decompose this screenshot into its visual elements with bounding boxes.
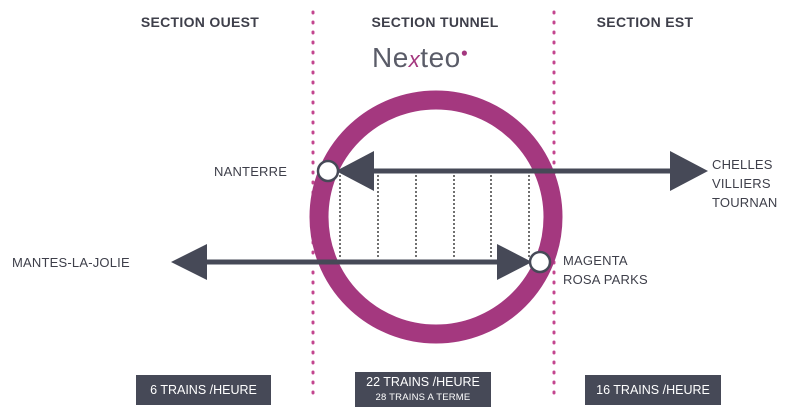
city-label-paris: PARIS bbox=[410, 92, 460, 109]
frequency-badge-east: 16 TRAINS /HEURE bbox=[585, 375, 721, 405]
header-section-tunnel: SECTION TUNNEL bbox=[371, 14, 499, 30]
station-label-nanterre: NANTERRE bbox=[214, 164, 288, 179]
station-node-nanterre bbox=[316, 159, 340, 183]
paris-ring bbox=[309, 90, 563, 344]
station-label-tournan: TOURNAN bbox=[712, 195, 778, 210]
frequency-tunnel-current: 22 TRAINS /HEURE bbox=[366, 375, 480, 389]
frequency-badge-west: 6 TRAINS /HEURE bbox=[136, 375, 271, 405]
station-label-magenta-group: MAGENTA ROSA PARKS bbox=[563, 251, 648, 289]
header-section-est: SECTION EST bbox=[596, 14, 694, 30]
logo-mark-icon: ● bbox=[460, 45, 469, 60]
upper-arrow-west bbox=[336, 151, 374, 191]
station-label-rosa-parks: ROSA PARKS bbox=[563, 272, 648, 287]
station-label-mantes: MANTES-LA-JOLIE bbox=[12, 255, 130, 270]
station-label-villiers: VILLIERS bbox=[712, 176, 771, 191]
frequency-badge-tunnel: 22 TRAINS /HEURE 28 TRAINS A TERME bbox=[355, 372, 491, 407]
logo-text-post: teo bbox=[420, 42, 461, 73]
logo-text-x: x bbox=[408, 47, 421, 72]
frequency-east: 16 TRAINS /HEURE bbox=[596, 383, 710, 397]
tunnel-connectors bbox=[339, 175, 530, 258]
frequency-west: 6 TRAINS /HEURE bbox=[150, 383, 257, 397]
station-node-magenta bbox=[528, 250, 552, 274]
nexteo-logo: Nexteo● bbox=[372, 42, 492, 78]
logo-text-pre: Ne bbox=[372, 42, 409, 73]
frequency-tunnel-target: 28 TRAINS A TERME bbox=[375, 392, 471, 403]
lower-arrow-east bbox=[497, 244, 532, 280]
station-label-east-terminus: CHELLES VILLIERS TOURNAN bbox=[712, 155, 777, 212]
header-section-ouest: SECTION OUEST bbox=[140, 14, 260, 30]
upper-arrow-east bbox=[670, 151, 708, 191]
station-label-chelles: CHELLES bbox=[712, 157, 773, 172]
lower-arrow-west bbox=[171, 244, 207, 280]
station-label-magenta: MAGENTA bbox=[563, 253, 628, 268]
